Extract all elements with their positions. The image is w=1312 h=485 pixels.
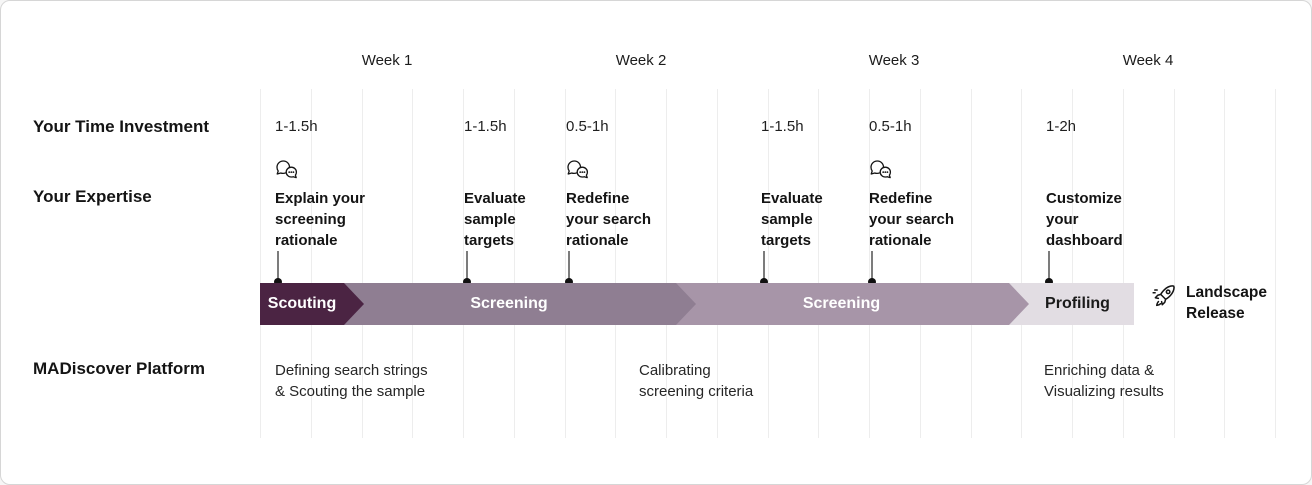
week-3-label: Week 3: [868, 52, 920, 69]
gridline: [1123, 89, 1124, 438]
gridline: [514, 89, 515, 438]
gridline: [565, 89, 566, 438]
gridline: [615, 89, 616, 438]
gridline: [666, 89, 667, 438]
time-investment-value: 1-1.5h: [761, 118, 804, 135]
row-label-platform: MADiscover Platform: [33, 359, 205, 378]
gridline: [971, 89, 972, 438]
gridline: [1174, 89, 1175, 438]
week-1-label: Week 1: [361, 52, 413, 69]
connector-line: [274, 251, 282, 286]
gridline: [311, 89, 312, 438]
landscape-release: Landscape Release: [1151, 282, 1267, 324]
time-investment-value: 1-2h: [1046, 118, 1077, 135]
time-investment-value: 0.5-1h: [869, 118, 912, 135]
time-investment-value: 0.5-1h: [566, 118, 609, 135]
gridline: [412, 89, 413, 438]
gridline: [260, 89, 261, 438]
gridline: [818, 89, 819, 438]
gridline: [768, 89, 769, 438]
gridline: [1275, 89, 1276, 438]
gridline: [1224, 89, 1225, 438]
connector-line: [1045, 251, 1053, 286]
rocket-icon: [1151, 283, 1177, 309]
connector-line: [565, 251, 573, 286]
phase-bar-screening-2: Screening: [674, 283, 1029, 325]
time-investment-value: 1-1.5h: [464, 118, 507, 135]
expertise-task: Redefine your search rationale: [566, 190, 652, 249]
platform-note-screening: Calibrating screening criteria: [639, 362, 754, 400]
time-investment-value: 1-1.5h: [275, 118, 318, 135]
gridline: [920, 89, 921, 438]
expertise-task: Redefine your search rationale: [869, 190, 955, 249]
connector-line: [760, 251, 768, 286]
gridline: [362, 89, 363, 438]
row-label-time-investment: Your Time Investment: [33, 117, 210, 136]
expertise-task: Customize your dashboard: [1046, 190, 1123, 249]
row-label-expertise: Your Expertise: [33, 187, 152, 206]
chat-bubbles-icon: [869, 159, 896, 181]
gridline: [1072, 89, 1073, 438]
gridline: [717, 89, 718, 438]
expertise-task: Explain your screening rationale: [275, 190, 366, 249]
expertise-task: Evaluate sample targets: [464, 190, 526, 249]
connector-line: [868, 251, 876, 286]
gridline: [463, 89, 464, 438]
gridline: [869, 89, 870, 438]
chat-bubbles-icon: [566, 159, 593, 181]
phase-bar-scouting: Scouting: [260, 283, 364, 325]
chat-bubbles-icon: [275, 159, 302, 181]
platform-note-scouting: Defining search strings & Scouting the s…: [275, 362, 428, 400]
expertise-task: Evaluate sample targets: [761, 190, 823, 249]
week-4-label: Week 4: [1122, 52, 1174, 69]
gridline: [1021, 89, 1022, 438]
platform-note-profiling: Enriching data & Visualizing results: [1044, 362, 1164, 400]
phase-bar-screening-1: Screening: [342, 283, 696, 325]
week-2-label: Week 2: [615, 52, 667, 69]
connector-line: [463, 251, 471, 286]
release-label: Landscape Release: [1186, 284, 1267, 322]
